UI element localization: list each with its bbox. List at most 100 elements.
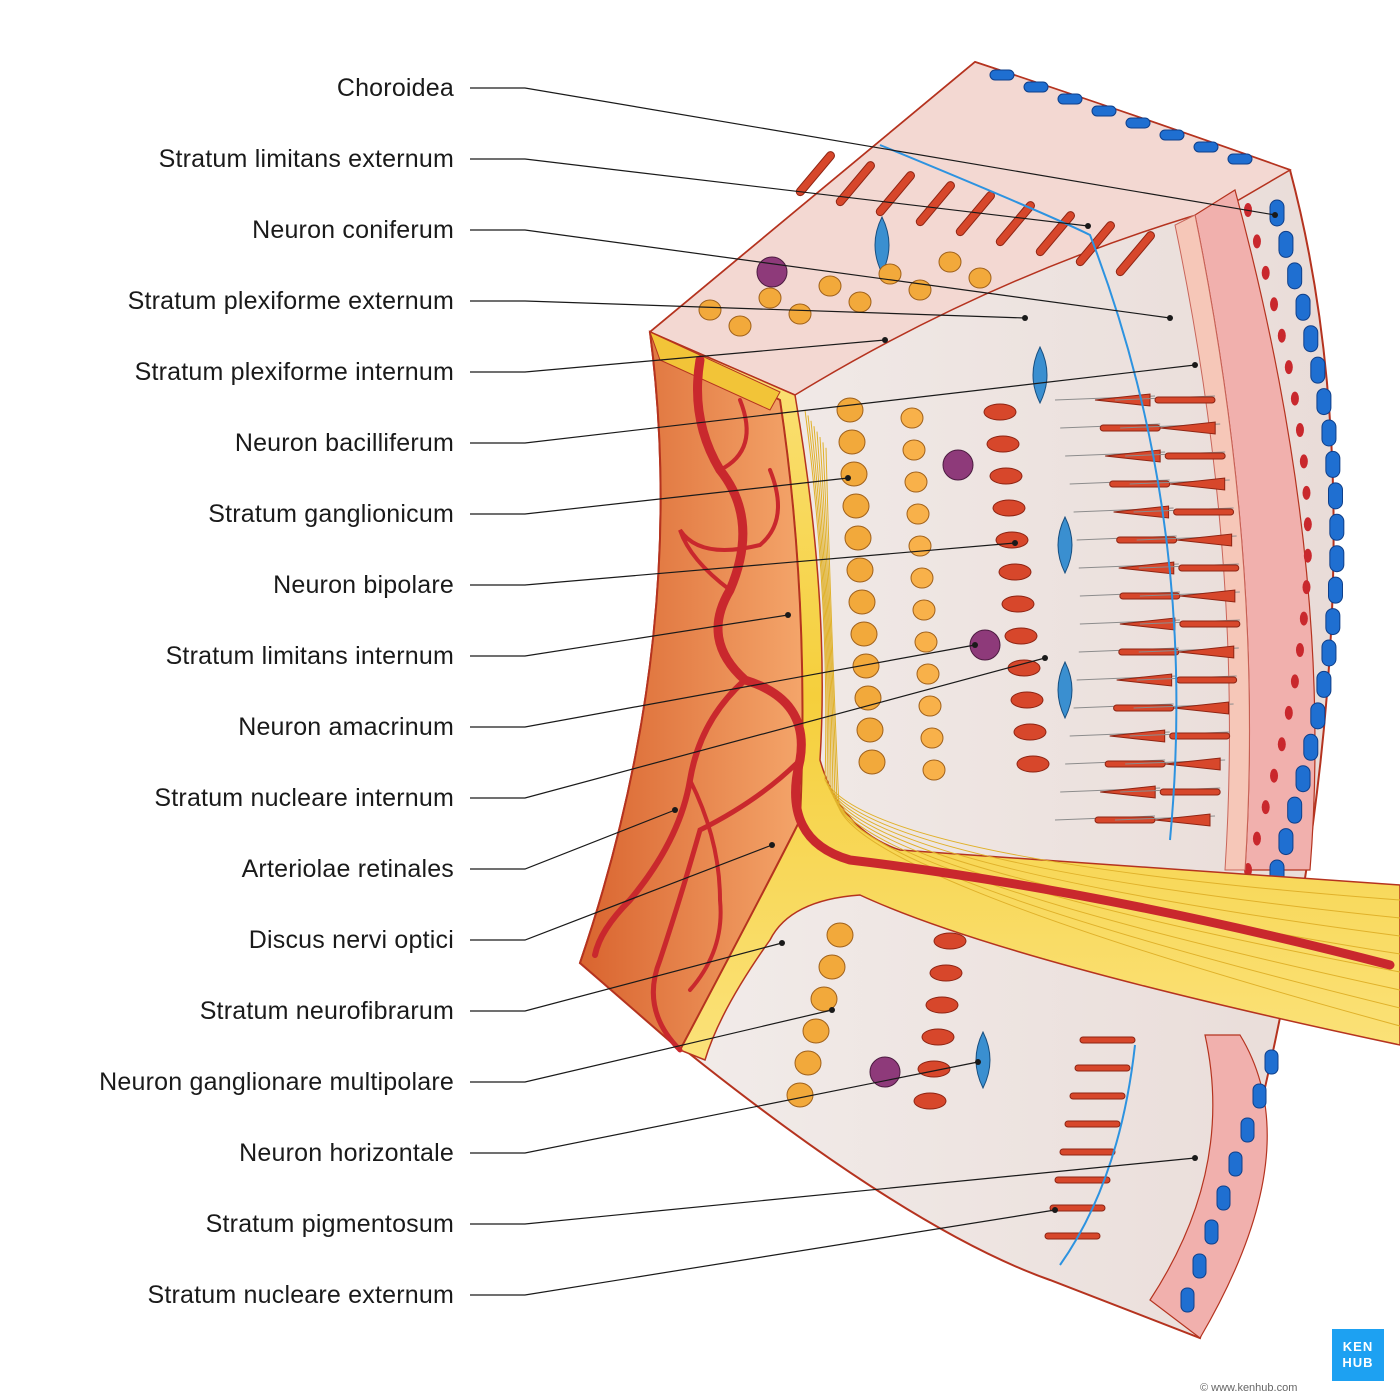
nerve-fiber: [825, 447, 1400, 1027]
leader-dot: [1085, 223, 1091, 229]
leader-dot: [829, 1007, 835, 1013]
rod-cell: [1079, 1036, 1136, 1044]
choroid-vessel: [1329, 545, 1345, 573]
label-stratum-neurofibrarum: Stratum neurofibrarum: [199, 997, 454, 1025]
nerve-fiber: [810, 420, 1400, 937]
ganglion-cell: [846, 557, 874, 583]
ganglion-cell: [844, 525, 872, 551]
capillary: [1299, 611, 1308, 626]
ganglion-cell: [852, 653, 880, 679]
choroid-vessel: [1192, 1253, 1207, 1279]
rod-cell: [1044, 1232, 1101, 1240]
choroid-vessel: [1325, 450, 1341, 478]
choroid-vessel: [1240, 1117, 1255, 1143]
rod-cell: [795, 151, 835, 197]
label-stratum-limitans-externum: Stratum limitans externum: [158, 145, 454, 173]
kenhub-logo: KEN HUB: [1332, 1329, 1384, 1381]
bipolar-cell: [900, 407, 924, 429]
ganglion-cell: [840, 461, 868, 487]
capillary: [1270, 297, 1279, 312]
ganglion-cell: [698, 299, 722, 321]
leader-line: [470, 1209, 1056, 1296]
leader-line: [470, 1157, 1196, 1225]
label-discus-nervi-optici: Discus nervi optici: [248, 926, 454, 954]
choroid-vessel: [1204, 1219, 1219, 1245]
choroid-vessel: [1252, 1083, 1267, 1109]
amacrine-cell: [942, 449, 974, 481]
capillary: [1302, 580, 1311, 595]
leader-line: [470, 229, 1171, 319]
capillary: [1284, 705, 1293, 720]
leader-dot: [1272, 212, 1278, 218]
bipolar-cell: [910, 567, 934, 589]
bipolar-cell: [922, 759, 946, 781]
leader-line: [470, 1061, 979, 1154]
rod-cell: [1173, 508, 1235, 516]
capillary: [1261, 265, 1270, 280]
capillary: [1295, 643, 1304, 657]
choroid-vessel: [1310, 702, 1326, 730]
choroid-vessel: [1227, 153, 1253, 165]
label-neuron-amacrinum: Neuron amacrinum: [238, 713, 454, 741]
choroid-vessels: [989, 69, 1345, 1313]
bipolar-cell: [902, 439, 926, 461]
cone-cell: [1176, 533, 1233, 547]
rod-cell: [1074, 1064, 1131, 1072]
nucleus-cell: [913, 1092, 947, 1110]
ganglion-cell: [968, 267, 992, 289]
leader-dot: [1012, 540, 1018, 546]
ganglion-cell: [848, 589, 876, 615]
rod-cell: [875, 171, 915, 217]
bipolar-cell: [908, 535, 932, 557]
rod-cell: [1064, 1120, 1121, 1128]
choroid-vessel: [1287, 262, 1303, 290]
leader-dot: [1192, 362, 1198, 368]
ganglion-cell: [848, 291, 872, 313]
capillary: [1261, 800, 1270, 815]
choroid-vessel: [1057, 93, 1083, 105]
cone-cell: [1160, 421, 1216, 435]
label-neuron-coniferum: Neuron coniferum: [252, 216, 454, 244]
capillary: [1290, 391, 1299, 406]
amacrine-cell: [969, 629, 1001, 661]
optic-disc-rim: [649, 331, 781, 411]
horizontal-neuron: [1057, 660, 1073, 720]
choroid-vessel: [1278, 828, 1294, 856]
bipolar-cell: [914, 631, 938, 653]
leader-dot: [975, 1059, 981, 1065]
rod-cell: [1054, 1176, 1111, 1184]
choroid-vessel: [1321, 639, 1337, 667]
ganglion-cell: [794, 1050, 822, 1076]
ganglion-cell: [728, 315, 752, 337]
capillary: [1303, 548, 1312, 563]
nerve-fiber: [822, 442, 1400, 1009]
leader-line: [470, 364, 1196, 444]
nucleus-cell: [1010, 691, 1044, 709]
leader-dot: [769, 842, 775, 848]
nucleus-cell: [921, 1028, 955, 1046]
leader-dot: [1042, 655, 1048, 661]
ganglion-cell: [858, 749, 886, 775]
horizontal-neuron: [1057, 515, 1073, 575]
logo-line-1: KEN: [1342, 1339, 1374, 1354]
choroid-vessel: [1159, 129, 1185, 141]
ganglion-cell: [818, 275, 842, 297]
ganglion-cell: [856, 717, 884, 743]
leader-dot: [972, 642, 978, 648]
leader-line: [470, 300, 1026, 319]
capillary: [1252, 234, 1261, 249]
choroid-vessel: [1329, 513, 1345, 541]
nucleus-cell: [995, 531, 1029, 549]
choroid-vessel: [1310, 356, 1326, 384]
horizontal-neuron: [1032, 345, 1048, 405]
capillary: [1299, 454, 1308, 469]
bipolar-cell: [912, 599, 936, 621]
ganglion-cell: [836, 397, 864, 423]
capillary: [1284, 360, 1293, 375]
leader-line: [470, 644, 976, 728]
choroid-vessel: [1125, 117, 1151, 129]
choroid-vessel: [1278, 230, 1294, 258]
rod-cell: [995, 201, 1035, 247]
cone-cell: [1169, 477, 1226, 491]
rod-cell: [1169, 732, 1231, 740]
